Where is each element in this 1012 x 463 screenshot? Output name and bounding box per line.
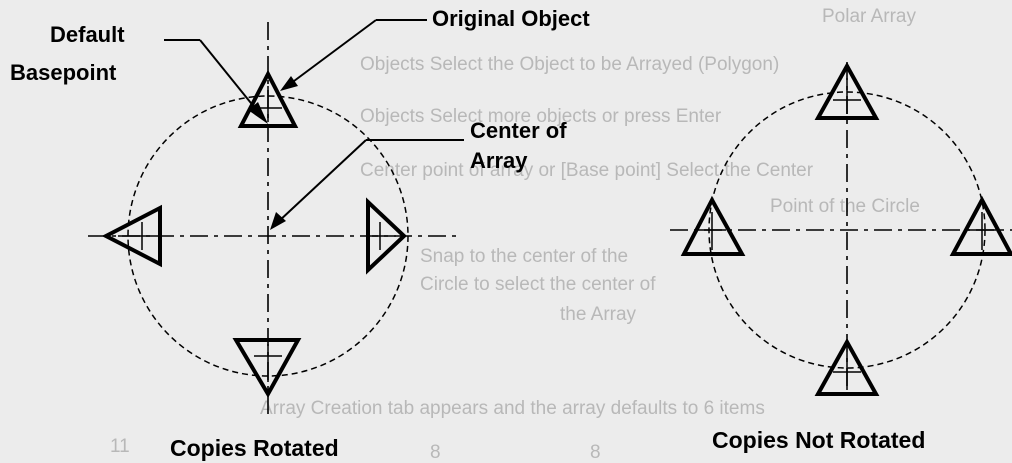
non-rotated-copy-bottom-triangle: [814, 337, 880, 396]
leader-lines: [164, 19, 464, 230]
bleed-text-3: Objects Select more objects or press Ent…: [360, 106, 722, 127]
bleed-text-2: Objects Select the Object to be Arrayed …: [360, 54, 779, 75]
copies-not-rotated-caption: Copies Not Rotated: [712, 427, 925, 453]
non-rotated-copy-left-triangle: [680, 195, 746, 256]
default-basepoint-label-line1: Default: [50, 22, 125, 47]
non-rotated-copy-right-triangle: [949, 195, 1012, 256]
bleed-text-9: Array Creation tab appears and the array…: [260, 398, 765, 419]
left-array-figure: [88, 22, 460, 418]
bleed-text-1: Polar Array: [822, 6, 916, 27]
bleed-text-11: 8: [590, 442, 601, 463]
bleed-text-5: Point of the Circle: [770, 196, 920, 217]
center-of-array-leader: [270, 139, 464, 230]
bleed-text-7: Circle to select the center of: [420, 274, 656, 295]
default-basepoint-leader: [164, 39, 268, 124]
center-of-array-label-line2: Array: [470, 148, 528, 173]
bleed-text-12: 11: [110, 436, 130, 457]
bleed-text-6: Snap to the center of the: [420, 246, 628, 267]
copies-rotated-caption: Copies Rotated: [170, 435, 339, 461]
rotated-copy-bottom-triangle: [232, 338, 302, 399]
bleed-through-text: Polar Array Objects Select the Object to…: [110, 6, 920, 463]
rotated-copy-left-triangle: [101, 204, 162, 268]
bleed-text-4: Center point of array or [Base point] Se…: [360, 160, 814, 181]
right-array-figure: [670, 61, 1012, 400]
original-object-label: Original Object: [432, 6, 590, 31]
rotated-copy-right-triangle: [366, 197, 407, 275]
callout-labels: Default Basepoint Original Object Center…: [10, 6, 925, 461]
bleed-text-8: the Array: [560, 304, 637, 325]
center-of-array-label-line1: Center of: [470, 118, 567, 143]
non-rotated-copy-top-triangle: [814, 61, 880, 120]
original-object-leader: [280, 19, 427, 91]
bleed-text-10: 8: [430, 442, 441, 463]
default-basepoint-label-line2: Basepoint: [10, 60, 117, 85]
